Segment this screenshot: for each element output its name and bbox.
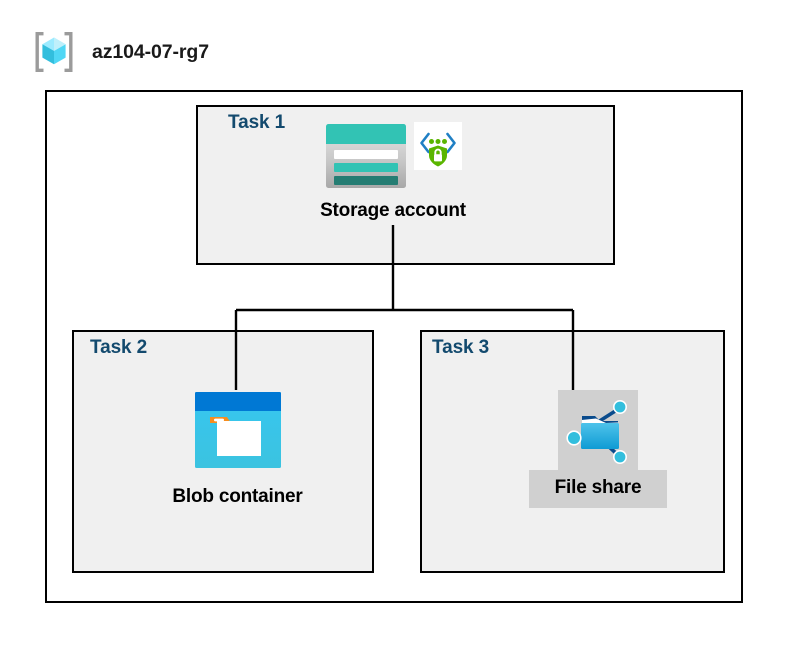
task-title-3: Task 3 [432, 337, 490, 358]
node-label-storage-account: Storage account [320, 200, 466, 221]
node-label-file-share: File share [554, 477, 642, 498]
file-share-icon-backdrop [558, 390, 638, 470]
node-label-blob-container: Blob container [172, 486, 303, 507]
azure-resource-group-icon [35, 32, 73, 72]
node-storage-account: Storage account [293, 122, 493, 222]
private-endpoint-icon [414, 122, 462, 170]
file-share-icon [566, 400, 627, 464]
resource-group-name: az104-07-rg7 [92, 40, 209, 63]
storage-account-icon-row [324, 122, 462, 194]
task-title-1: Task 1 [228, 112, 286, 133]
resource-group-header: az104-07-rg7 [30, 28, 209, 76]
task-title-2: Task 2 [90, 337, 148, 358]
node-blob-container: Blob container [150, 390, 325, 508]
file-share-label-backdrop: File share [528, 470, 668, 508]
blob-container-icon [194, 392, 281, 468]
node-file-share: File share [508, 390, 688, 508]
storage-account-icon [326, 124, 406, 188]
